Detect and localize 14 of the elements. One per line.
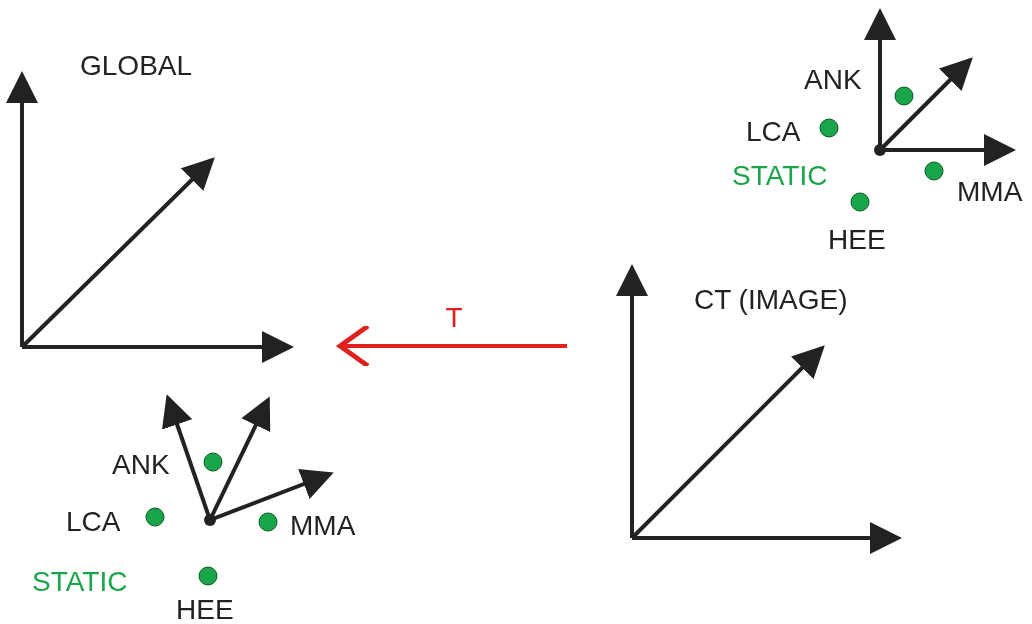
marker-label: HEE xyxy=(176,596,234,624)
marker-label: HEE xyxy=(828,226,886,254)
group-label: STATIC xyxy=(32,568,128,596)
marker-label: LCA xyxy=(66,508,121,536)
marker-label: MMA xyxy=(290,512,356,540)
frame-label: CT (IMAGE) xyxy=(694,286,848,314)
frame-label: GLOBAL xyxy=(80,52,193,80)
arrow xyxy=(337,323,567,369)
marker-label: MMA xyxy=(957,178,1023,206)
edge-label: T xyxy=(445,304,463,332)
marker-label: LCA xyxy=(746,118,801,146)
marker-label: ANK xyxy=(112,451,170,479)
marker-label: ANK xyxy=(804,66,862,94)
group-label: STATIC xyxy=(732,162,828,190)
